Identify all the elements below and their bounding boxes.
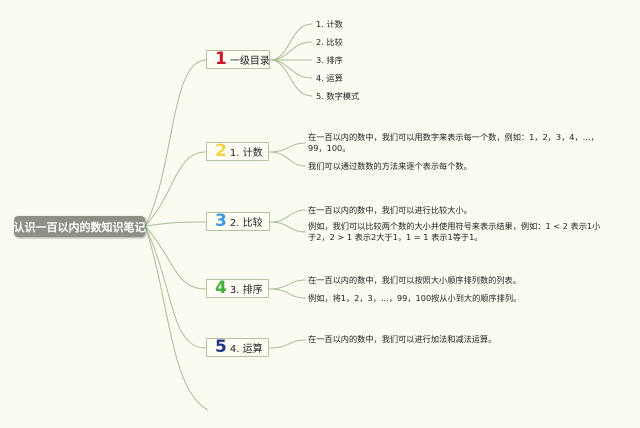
- topic-5-number: 5: [215, 337, 227, 357]
- link-t4-n1: [268, 279, 307, 290]
- topic-3-label: 2. 比较: [229, 218, 263, 229]
- topic-4-node[interactable]: 4 3. 排序: [206, 279, 269, 298]
- link-t1-c5: [269, 59, 313, 97]
- subtopic-4[interactable]: 4. 运算: [316, 73, 343, 83]
- topic-3-node[interactable]: 3 2. 比较: [206, 212, 270, 231]
- link-root-topic-4: [144, 225, 207, 290]
- topic-5-node[interactable]: 5 4. 运算: [206, 338, 269, 357]
- topic-1-label: 一级目录: [229, 56, 270, 67]
- link-root-topic-1: [144, 59, 207, 227]
- topic-4-note-2: 例如，将1，2，3，...，99，100按从小到大的顺序排列。: [308, 293, 522, 303]
- link-t4-n2: [268, 288, 307, 299]
- topic-3-note-2: 例如，我们可以比较两个数的大小并使用符号来表示结果，例如：1 < 2 表示1小于…: [308, 221, 601, 242]
- link-root-more: [144, 225, 209, 411]
- subtopic-3[interactable]: 3. 排序: [316, 55, 343, 65]
- root-node[interactable]: 认识一百以内的数知识笔记: [13, 216, 146, 237]
- topic-1-number: 1: [215, 49, 227, 69]
- link-t3-n1: [269, 209, 307, 223]
- link-root-topic-5: [144, 225, 207, 349]
- link-root-topic-3: [144, 221, 207, 227]
- link-t2-n2: [268, 151, 307, 167]
- topic-2-note-2: 我们可以通过数数的方法来逐个表示每个数。: [308, 161, 472, 171]
- link-t2-n1: [268, 142, 307, 153]
- topic-3-number: 3: [215, 211, 227, 231]
- link-t3-n2: [269, 221, 307, 233]
- link-root-topic-2: [144, 151, 207, 227]
- root-label: 认识一百以内的数知识笔记: [13, 220, 146, 234]
- link-t1-c4: [269, 59, 313, 79]
- topic-5-note-1: 在一百以内的数中，我们可以进行加法和减法运算。: [308, 334, 497, 344]
- subtopic-1[interactable]: 1. 计数: [316, 19, 343, 29]
- topic-3-note-1: 在一百以内的数中，我们可以进行比较大小。: [308, 205, 472, 215]
- topic-1-node[interactable]: 1 一级目录: [206, 50, 270, 69]
- link-t1-c2: [269, 41, 313, 61]
- topic-5-label: 4. 运算: [229, 344, 263, 355]
- link-t1-c1: [269, 23, 313, 61]
- subtopic-2[interactable]: 2. 比较: [316, 37, 343, 47]
- topic-4-number: 4: [215, 278, 227, 298]
- subtopic-5[interactable]: 5. 数字模式: [316, 91, 360, 101]
- topic-2-node[interactable]: 2 1. 计数: [206, 142, 269, 161]
- topic-4-note-1: 在一百以内的数中，我们可以按照大小顺序排列数的列表。: [308, 275, 521, 285]
- link-t5-n1: [268, 339, 307, 349]
- topic-2-label: 1. 计数: [229, 148, 263, 159]
- topic-2-number: 2: [215, 141, 227, 161]
- topic-2-note-1: 在一百以内的数中，我们可以用数字来表示每一个数，例如：1，2，3，4，...，9…: [308, 132, 599, 153]
- topic-4-label: 3. 排序: [229, 285, 263, 296]
